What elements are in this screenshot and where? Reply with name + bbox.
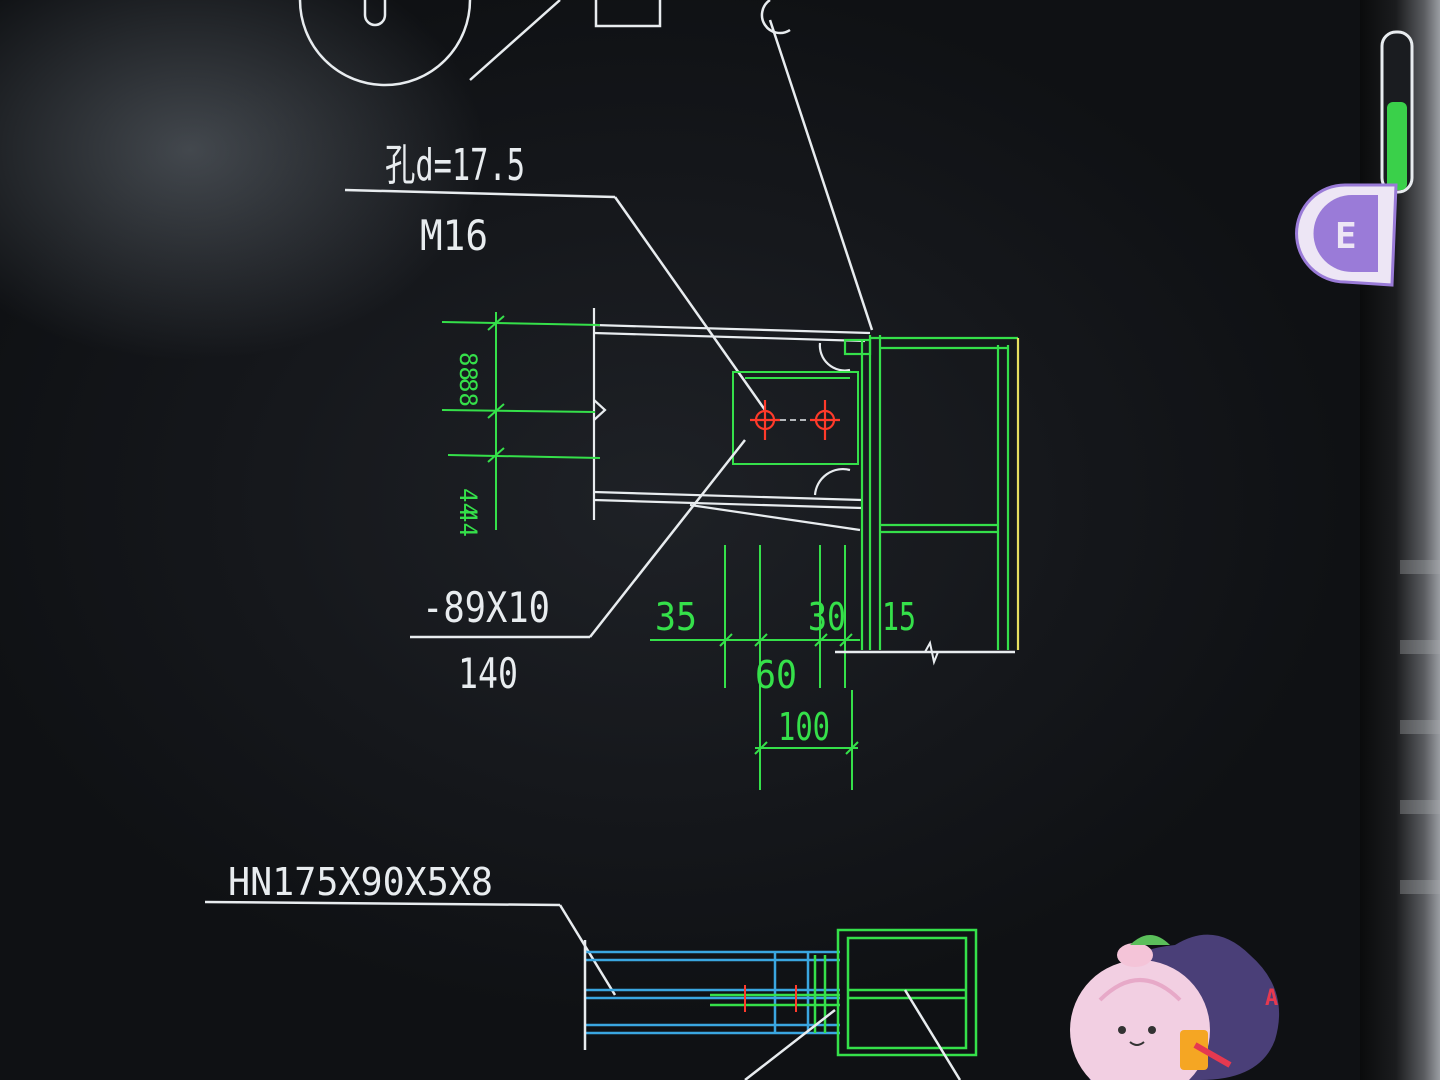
plan-view-beam — [585, 950, 840, 1035]
beam-outline — [592, 308, 871, 532]
mascot-sticker: A — [1070, 934, 1280, 1080]
side-progress-indicator — [1380, 30, 1414, 194]
dim-88-top: 88 — [454, 352, 482, 381]
section-label: HN175X90X5X8 — [228, 860, 493, 904]
window-blind-slat — [1400, 880, 1440, 894]
connection-plate — [732, 371, 859, 465]
plan-view-bolt — [744, 985, 797, 1012]
column-section — [843, 335, 1018, 650]
dim-15: 15 — [882, 595, 916, 639]
vertical-dimension-chain — [441, 312, 601, 530]
window-blind-slat — [1400, 560, 1440, 574]
dim-100: 100 — [778, 705, 830, 749]
bolt-hole — [810, 400, 840, 440]
hole-label-underline — [344, 188, 616, 199]
plate-label: -89X10 — [422, 583, 550, 632]
plan-leader-right — [903, 989, 962, 1080]
dim-44-bottom: 44 — [454, 508, 482, 537]
dim-88-bottom: 88 — [454, 378, 482, 407]
bolt-label: M16 — [420, 211, 488, 260]
window-blind-slat — [1400, 640, 1440, 654]
side-tab[interactable]: E — [1295, 183, 1398, 287]
plate-length: 140 — [458, 649, 518, 698]
plate-leader — [589, 439, 746, 638]
window-blind-slat — [1400, 800, 1440, 814]
leader-line — [768, 19, 874, 331]
plan-leader-left — [744, 1009, 836, 1080]
section-leader — [558, 904, 617, 996]
horizontal-dimension-chain — [650, 545, 860, 790]
bolt-hole — [750, 400, 780, 440]
top-circle-detail — [298, 0, 791, 87]
break-symbol — [924, 640, 939, 666]
window-blind-slat — [1400, 720, 1440, 734]
hole-leader — [613, 196, 767, 411]
dim-60: 60 — [755, 653, 797, 697]
hole-label: 孔d=17.5 — [385, 140, 525, 191]
sticker-letter: A — [1265, 986, 1278, 1011]
side-tab-icon: E — [1335, 216, 1357, 257]
section-label-underline — [204, 900, 561, 907]
dim-44-top: 44 — [454, 488, 482, 517]
dim-30: 30 — [808, 595, 846, 639]
plan-view-column — [710, 928, 978, 1057]
dim-35: 35 — [655, 595, 697, 639]
